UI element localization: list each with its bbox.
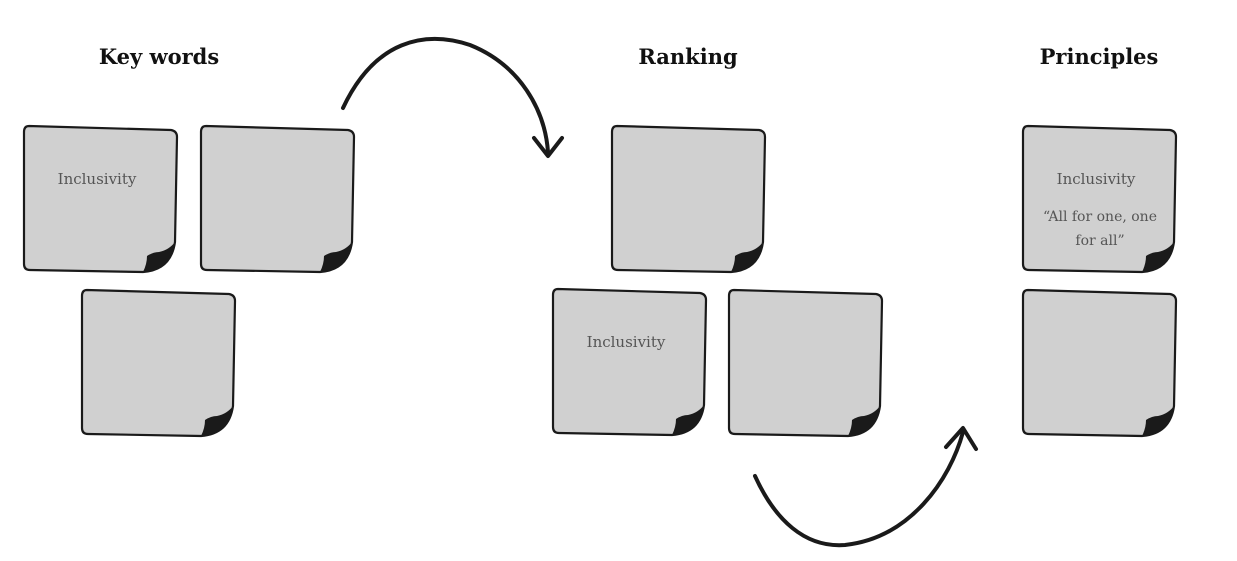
heading-key-words: Key words <box>98 44 220 69</box>
sticky-note: Inclusivity “All for one, one for all” <box>1020 124 1180 276</box>
sticky-note <box>1020 288 1180 440</box>
sticky-note: Inclusivity <box>550 287 710 439</box>
note-quote: “All for one, one for all” <box>1043 209 1157 249</box>
heading-principles: Principles <box>1039 44 1159 69</box>
note-title: Inclusivity <box>1056 170 1136 188</box>
sticky-note <box>726 288 886 440</box>
sticky-note <box>609 124 769 276</box>
heading-ranking: Ranking <box>638 44 738 69</box>
note-text: Inclusivity <box>57 170 137 188</box>
sticky-note <box>79 288 239 440</box>
sticky-note: Inclusivity <box>21 124 181 276</box>
sticky-note <box>198 124 358 276</box>
note-text: Inclusivity <box>586 333 666 351</box>
